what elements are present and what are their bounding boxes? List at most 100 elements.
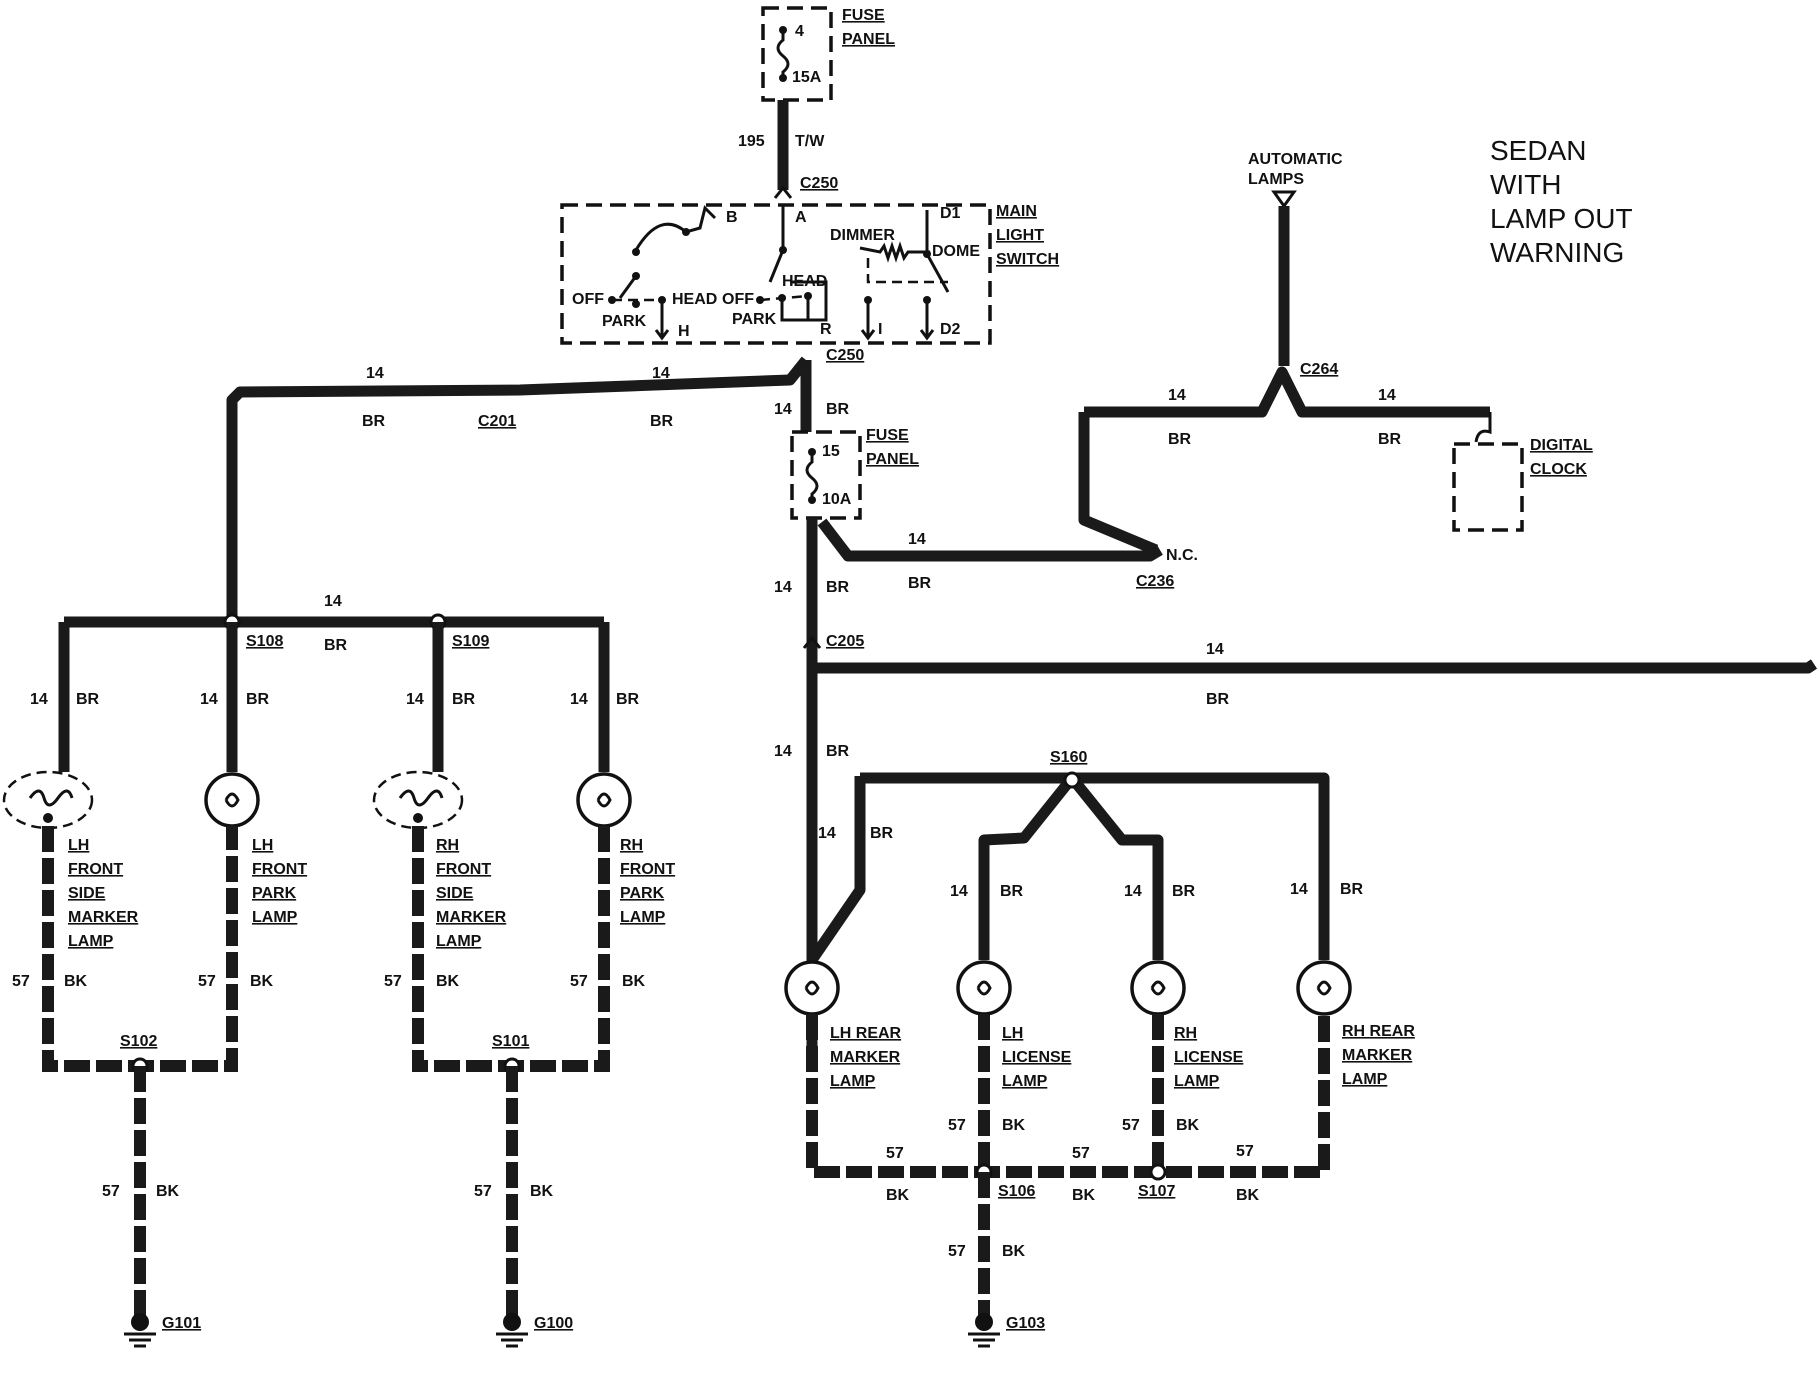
connector-c236: C236 [1136, 573, 1174, 590]
switch-term-d1: D1 [940, 205, 961, 222]
switch-term-d2: D2 [940, 321, 961, 338]
fuse-mid-cavity: 15 [822, 443, 840, 460]
splice-s160-label: S160 [1050, 749, 1087, 766]
wire-label-14-c: 14 [774, 401, 792, 418]
lamp-rh-license [1130, 960, 1186, 1016]
svg-text:RH REAR: RH REAR [1342, 1023, 1415, 1040]
digital-clock-line-2: CLOCK [1530, 461, 1587, 478]
fuse-mid-rating: 10A [822, 491, 852, 508]
connector-c250-bottom: C250 [826, 347, 864, 364]
wire-label-57-d: 57 [570, 973, 588, 990]
wire-label-14-p: 14 [950, 883, 968, 900]
switch-label-2: LIGHT [996, 227, 1044, 244]
wire-label-br-i: BR [1378, 431, 1402, 448]
splice-s101-label: S101 [492, 1033, 529, 1050]
auto-lamps-line-1: AUTOMATIC [1248, 151, 1343, 168]
svg-text:FRONT: FRONT [68, 861, 123, 878]
wire-label-bk-i: BK [886, 1187, 910, 1204]
svg-text:RH: RH [436, 837, 459, 854]
wire-label-br-b: BR [650, 413, 674, 430]
wire-label-14-e: 14 [774, 579, 792, 596]
wire-label-bk-g: BK [1002, 1117, 1026, 1134]
wire-label-br-j: BR [324, 637, 348, 654]
lamp-lh-front-park [204, 772, 260, 828]
diagram-title: SEDAN WITH LAMP OUT WARNING [1490, 135, 1633, 268]
wire-label-br-c: BR [826, 401, 850, 418]
nc-label: N.C. [1166, 547, 1198, 564]
fuse-panel-mid-box [790, 430, 862, 520]
ground-g100: G100 [496, 1313, 573, 1348]
switch-term-a: A [795, 209, 807, 226]
automatic-lamps: AUTOMATIC LAMPS [1248, 151, 1343, 209]
wire-label-br-k: BR [76, 691, 100, 708]
lamp-lh-front-side-marker [2, 770, 94, 830]
splice-s102-label: S102 [120, 1033, 157, 1050]
wire-label-br-o: BR [870, 825, 894, 842]
svg-text:LAMP: LAMP [1342, 1071, 1388, 1088]
wire-label-14-j: 14 [324, 593, 342, 610]
connector-c264: C264 [1300, 361, 1338, 378]
switch-label-3: SWITCH [996, 251, 1059, 268]
fuse-mid-label-1: FUSE [866, 427, 909, 444]
lamp-rh-front-park [576, 772, 632, 828]
feed-color: T/W [795, 133, 825, 150]
svg-text:LAMP: LAMP [436, 933, 482, 950]
wire-br-lh-rear-marker [807, 776, 866, 964]
wire-label-bk-j: BK [1072, 1187, 1096, 1204]
wire-br-to-rear [812, 659, 1818, 674]
wire-label-14-g: 14 [774, 743, 792, 760]
svg-text:LAMP: LAMP [620, 909, 666, 926]
connector-c250-top: C250 [800, 175, 838, 192]
wire-label-57-h: 57 [1122, 1117, 1140, 1134]
wire-label-57-b: 57 [198, 973, 216, 990]
fuse-panel-top-box [761, 6, 833, 102]
switch-dimmer: DIMMER [830, 227, 895, 244]
switch-park-2: PARK [732, 311, 777, 328]
wire-label-14-i: 14 [1378, 387, 1396, 404]
svg-text:MARKER: MARKER [68, 909, 139, 926]
fuse-panel-top: 4 15A FUSE PANEL [761, 6, 895, 102]
wire-label-bk-l: BK [1002, 1243, 1026, 1260]
wire-bk-rear-bus [806, 1014, 1330, 1178]
wire-label-br-a: BR [362, 413, 386, 430]
switch-term-h: H [678, 323, 690, 340]
label-rh-front-side-marker: RH FRONT SIDE MARKER LAMP [436, 837, 507, 950]
wire-label-57-k: 57 [1236, 1143, 1254, 1160]
switch-term-i: I [878, 321, 882, 338]
wire-label-57-c: 57 [384, 973, 402, 990]
svg-text:FRONT: FRONT [436, 861, 491, 878]
wire-label-bk-c: BK [436, 973, 460, 990]
digital-clock-line-1: DIGITAL [1530, 437, 1593, 454]
wire-label-br-d: BR [908, 575, 932, 592]
wire-label-bk-d: BK [622, 973, 646, 990]
wire-br-to-c236 [817, 518, 1163, 562]
svg-text:LICENSE: LICENSE [1174, 1049, 1244, 1066]
switch-off-1: OFF [572, 291, 604, 308]
wire-label-14-k: 14 [30, 691, 48, 708]
splice-s107 [1149, 1163, 1167, 1181]
label-rh-license: RH LICENSE LAMP [1174, 1025, 1244, 1090]
svg-text:RH: RH [620, 837, 643, 854]
svg-text:MARKER: MARKER [436, 909, 507, 926]
wire-label-14-d: 14 [908, 531, 926, 548]
svg-text:LAMP: LAMP [252, 909, 298, 926]
svg-text:FRONT: FRONT [620, 861, 675, 878]
wire-label-14-r: 14 [1290, 881, 1308, 898]
ground-g103: G103 [968, 1313, 1045, 1348]
wire-label-br-p: BR [1000, 883, 1024, 900]
wire-label-57-a: 57 [12, 973, 30, 990]
ground-g101-label: G101 [162, 1315, 201, 1332]
wire-label-br-n: BR [616, 691, 640, 708]
wire-label-bk-e: BK [156, 1183, 180, 1200]
switch-term-r: R [820, 321, 832, 338]
connector-c201: C201 [478, 413, 516, 430]
fuse-panel-mid: 15 10A FUSE PANEL [790, 427, 919, 520]
wire-label-57-l: 57 [948, 1243, 966, 1260]
switch-box [560, 203, 992, 345]
splice-s107-label: S107 [1138, 1183, 1175, 1200]
title-line-3: LAMP OUT [1490, 203, 1633, 234]
wire-label-57-i: 57 [886, 1145, 904, 1162]
svg-text:SIDE: SIDE [436, 885, 474, 902]
svg-text:MARKER: MARKER [830, 1049, 901, 1066]
fuse-mid-label-2: PANEL [866, 451, 919, 468]
